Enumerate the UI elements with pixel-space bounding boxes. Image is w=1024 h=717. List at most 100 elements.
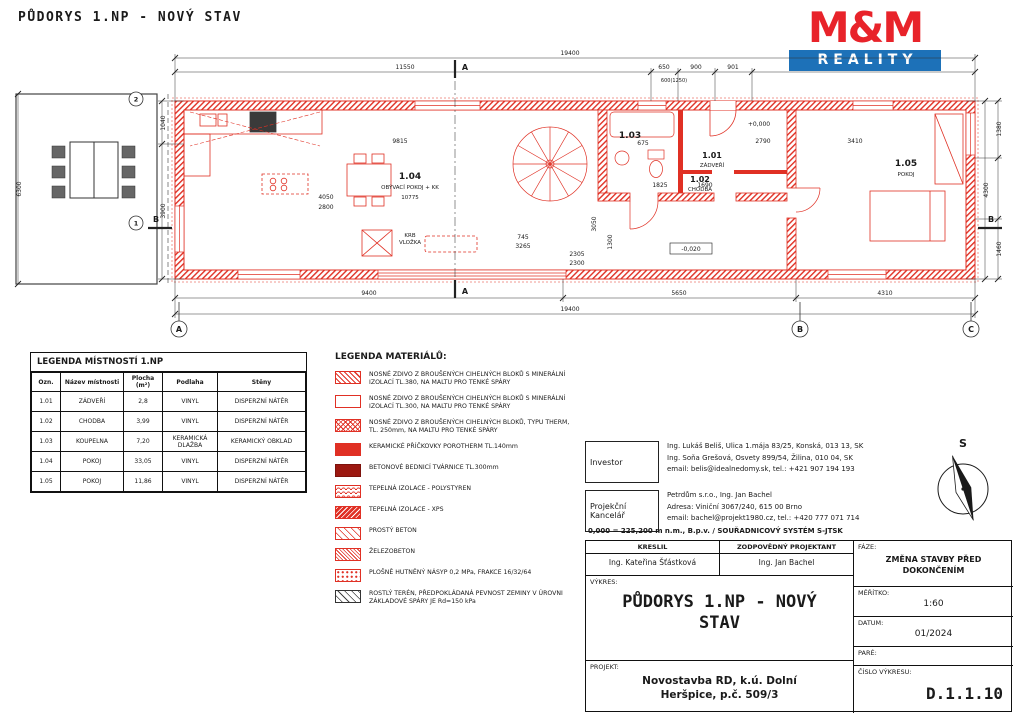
plan-label: 19400 [560,306,579,313]
material-legend-item: NOSNÉ ZDIVO Z BROUŠENÝCH CIHELNÝCH BLOKŮ… [335,371,575,387]
plan-label: A [462,287,469,296]
room-table-cell: VINYL [162,391,218,412]
material-legend: LEGENDA MATERIÁLŮ: NOSNÉ ZDIVO Z BROUŠEN… [335,352,575,607]
material-label: KERAMICKÉ PŘÍČKOVKY POROTHERM TL.140mm [369,443,518,451]
scale-value: 1:60 [923,599,944,609]
material-label: ROSTLÝ TERÉN, PŘEDPOKLÁDANÁ PEVNOST ZEMI… [369,590,563,606]
plan-label: 1.05 [895,159,917,169]
room-table-cell: KERAMICKÝ OBKLAD [217,431,306,452]
plan-label: 3265 [515,243,530,250]
plan-label: B [153,215,159,224]
compass: S [937,437,989,521]
plan-label: 2790 [755,138,770,145]
plan-label: 3900 [160,203,167,218]
office-label: Projekční Kancelář [585,490,659,532]
room-table-cell: VINYL [162,471,218,492]
bathroom-fixtures [609,111,675,178]
info-line: Ing. Lukáš Beliš, Ulica 1.mája 83/25, Ko… [667,442,864,450]
plan-label: 1825 [652,182,667,189]
insulation-outline [171,97,979,283]
plan-label: CHODBA [688,187,712,193]
room-table-cell: 1.01 [31,391,61,412]
level-box [669,242,713,255]
room-table-cell: 1.03 [31,431,61,452]
room-table-cell: 1.05 [31,471,61,492]
room-table-header-cell: Název místnosti [60,372,124,392]
plan-label: 4050 [318,194,333,201]
compass-north-label: S [959,437,967,450]
material-legend-item: NOSNÉ ZDIVO Z BROUŠENÝCH CIHELNÝCH BLOKŮ… [335,419,575,435]
material-label: PLOŠNĚ HUTNĚNÝ NÁSYP 0,2 MPa, FRAKCE 16/… [369,569,532,577]
rc-swatch [335,548,361,562]
mm-reality-logo: M&M REALITY [789,7,941,71]
plan-label: 1.03 [619,131,641,141]
room-legend: LEGENDA MÍSTNOSTÍ 1.NP Ozn.Název místnos… [30,352,307,493]
plan-label: VLOŽKA [399,238,421,246]
info-line: email: bachel@projekt1980.cz, tel.: +420… [667,514,860,523]
plan-label: 3410 [847,138,862,145]
plan-label: 1460 [996,241,1003,256]
cislo-label: ČÍSLO VÝKRESU: [858,668,912,676]
room-table-cell: KERAMICKÁ DLAŽBA [162,431,218,452]
material-legend-item: BETONOVÉ BEDNICÍ TVÁRNICE TL.300mm [335,464,575,478]
plan-label: POKOJ [898,172,915,178]
material-legend-item: TEPELNÁ IZOLACE - XPS [335,506,575,520]
material-label: PROSTÝ BETON [369,527,417,535]
kreslil-cell: KRESLIL Ing. Kateřina Šťástková [586,541,720,575]
hatch-swatch [335,371,361,384]
terrace-chairs [51,145,136,199]
room-table-cell: VINYL [162,411,218,432]
room-table-cell: ZÁDVEŘÍ [60,391,124,412]
plan-label: OBÝVACÍ POKOJ + KK [381,184,439,191]
kitchen [183,109,323,177]
plan-label: 1380 [996,121,1003,136]
scale-cell: MĚŘÍTKO: 1:60 [854,587,1013,617]
project-name: Novostavba RD, k.ú. Dolní Heršpice, p.č.… [642,675,797,702]
plan-label: 675 [637,140,649,147]
windows [174,100,976,280]
solid-swatch [335,443,361,457]
plan-label: 4300 [983,182,990,197]
grid-bubbles [128,91,980,338]
drawing-title: PŮDORYS 1.NP - NOVÝ STAV [622,592,817,634]
info-line: email: belis@idealnedomy.sk, tel.: +421 … [667,465,855,474]
dots-swatch [335,569,361,583]
room-table-cell: 33,05 [123,451,163,472]
material-label: TEPELNÁ IZOLACE - POLYSTYREN [369,485,471,493]
room-table-cell: CHODBA [60,411,124,432]
empty-swatch [335,395,361,409]
material-label: NOSNÉ ZDIVO Z BROUŠENÝCH CIHELNÝCH BLOKŮ… [369,395,566,411]
meritko-label: MĚŘÍTKO: [858,589,890,597]
kreslil-label: KRESLIL [586,541,719,554]
plan-label: -0,020 [681,246,701,253]
plan-label: 4310 [877,290,892,297]
plan-label: 1040 [160,115,167,130]
material-legend-items: NOSNÉ ZDIVO Z BROUŠENÝCH CIHELNÝCH BLOKŮ… [335,371,575,607]
plan-label: 2300 [569,260,584,267]
material-legend-item: KERAMICKÉ PŘÍČKOVKY POROTHERM TL.140mm [335,443,575,457]
material-legend-item: ŽELEZOBETON [335,548,575,562]
investor-text: Ing. Lukáš Beliš, Ulica 1.mája 83/25, Ko… [659,441,863,476]
date-value: 01/2024 [914,629,953,639]
partition-walls [678,110,787,193]
soil-swatch [335,590,361,604]
material-legend-item: PLOŠNĚ HUTNĚNÝ NÁSYP 0,2 MPa, FRAKCE 16/… [335,569,575,583]
material-label: ŽELEZOBETON [369,548,416,556]
investor-label: Investor [585,441,659,483]
room-table-header-cell: Podlaha [162,372,218,392]
interior-walls [597,109,797,271]
entry-door [709,101,737,137]
material-label: TEPELNÁ IZOLACE - XPS [369,506,444,514]
room-table-cell: DISPERZNÍ NÁTĚR [217,391,306,412]
plan-label: 6300 [16,181,23,196]
interior-doors [629,187,821,230]
pare-label: PARÉ: [858,649,877,657]
phase-value: ZMĚNA STAVBY PŘED DOKONČENÍM [885,555,982,576]
plan-label: 1 [134,220,139,228]
